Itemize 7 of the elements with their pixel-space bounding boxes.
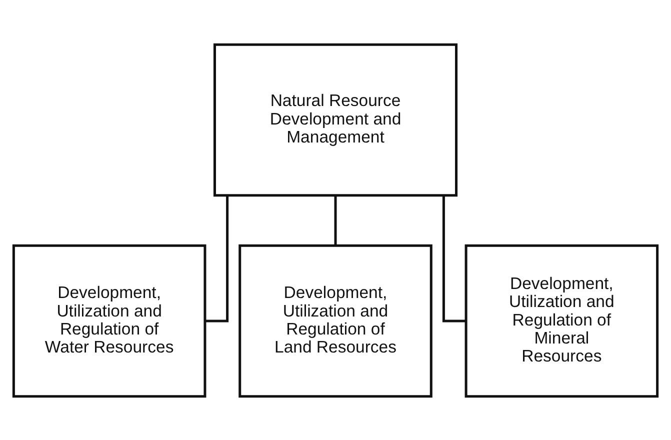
connector <box>334 194 337 245</box>
node-box: Natural Resource Development and Management <box>213 42 458 196</box>
node-box: Development, Utilization and Regulation of Land Resources <box>238 244 432 398</box>
connector <box>442 194 466 322</box>
node-box: Development, Utilization and Regulation of Water Resources <box>12 244 206 398</box>
node-box: Development, Utilization and Regulation of Mineral Resources <box>464 244 659 398</box>
connector <box>205 194 229 322</box>
